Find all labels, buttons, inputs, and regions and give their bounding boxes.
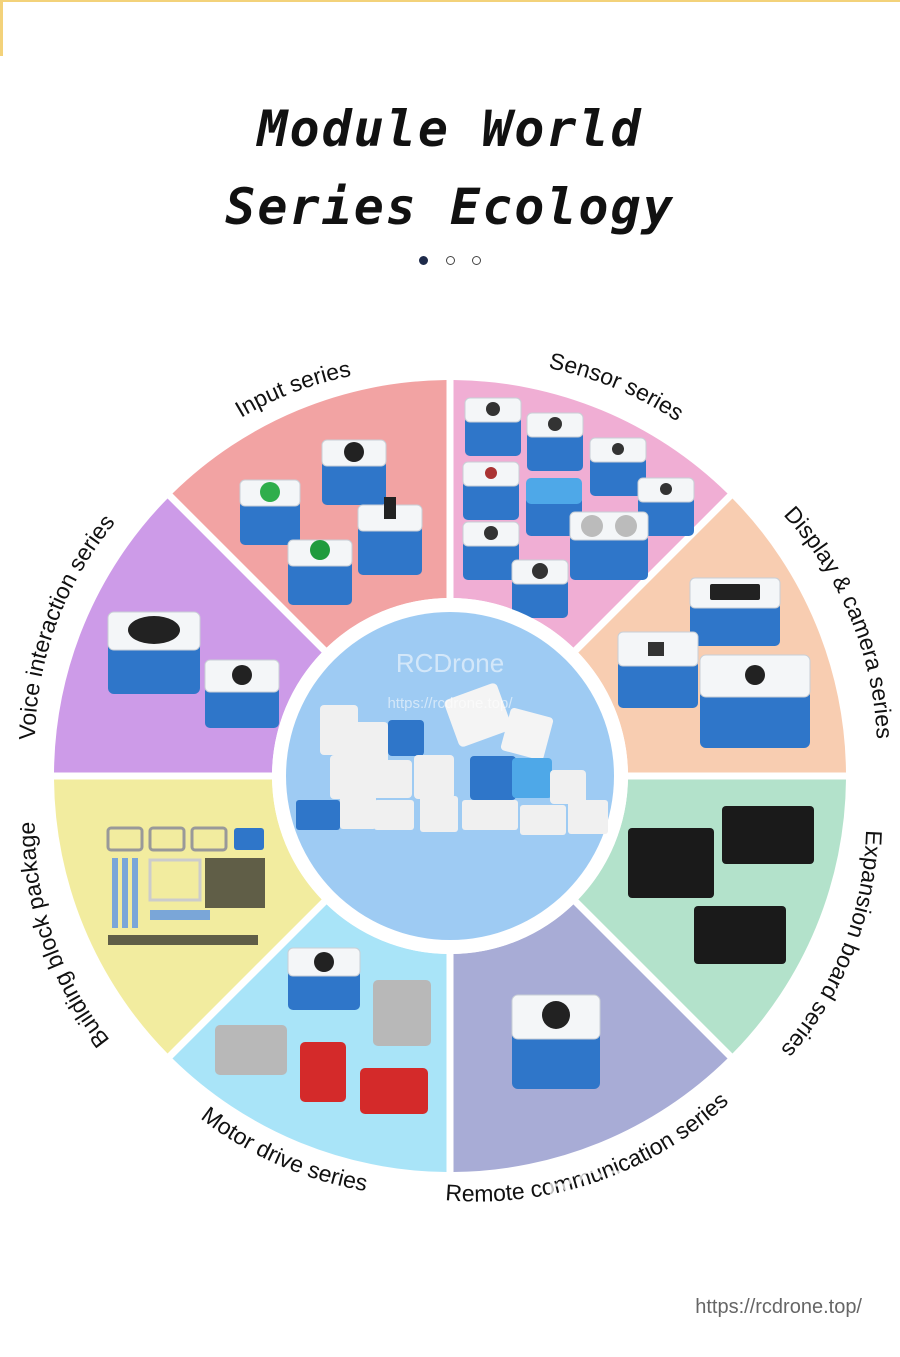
title-line-1: Module World — [257, 100, 643, 158]
voice-modules-image — [107, 611, 280, 728]
center-watermark-url: https://rcdrone.top/ — [387, 695, 513, 712]
left-accent-line — [0, 0, 3, 56]
input-modules-image — [239, 439, 423, 605]
motor-modules-image — [215, 947, 431, 1114]
carousel-dot-2[interactable] — [445, 256, 455, 265]
carousel-dots — [0, 250, 900, 269]
remote-module-image — [511, 994, 601, 1089]
carousel-dot-1[interactable] — [419, 256, 429, 265]
center-modules-cluster — [296, 683, 608, 835]
center-watermark: RCDrone — [396, 648, 504, 678]
top-accent-line — [0, 0, 900, 2]
sensor-modules-image — [462, 397, 695, 618]
footer-url: https://rcdrone.top/ — [695, 1296, 862, 1318]
building-blocks-image — [106, 826, 265, 945]
carousel-dot-3[interactable] — [471, 256, 481, 265]
display-modules-image — [617, 577, 811, 748]
bottom-watermark: RCDrone — [547, 1163, 714, 1207]
title-line-2: Series Ecology — [225, 178, 675, 236]
expansion-boards-image — [628, 806, 814, 964]
